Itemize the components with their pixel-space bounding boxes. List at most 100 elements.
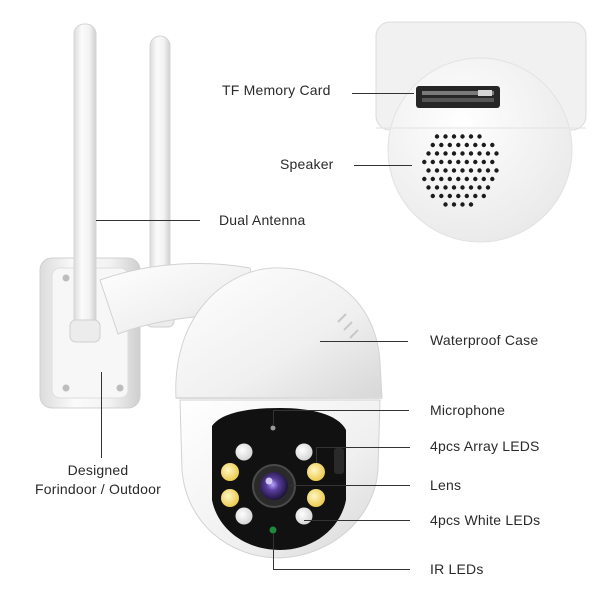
leader-speaker <box>354 165 412 166</box>
label-microphone: Microphone <box>430 402 506 418</box>
speaker-hole <box>464 176 469 182</box>
speaker-hole <box>430 159 435 165</box>
speaker-hole <box>447 142 452 148</box>
speaker-hole <box>485 185 491 190</box>
speaker-hole <box>434 151 440 156</box>
speaker-hole <box>473 142 478 148</box>
speaker-hole <box>460 185 465 190</box>
speaker-hole <box>468 202 474 207</box>
leader-ir-v <box>273 534 274 569</box>
speaker-hole <box>430 193 435 199</box>
label-designed: Designed Forindoor / Outdoor <box>14 461 182 499</box>
speaker-hole <box>451 168 457 173</box>
speaker-hole <box>460 168 465 173</box>
leader-array-leds <box>316 447 410 448</box>
speaker-hole <box>473 176 478 182</box>
speaker-hole <box>490 176 495 182</box>
label-lens: Lens <box>430 477 462 493</box>
speaker-hole <box>477 151 482 156</box>
leader-microphone-v <box>273 410 274 426</box>
antenna-left <box>69 23 101 343</box>
speaker-hole <box>443 151 448 156</box>
lens <box>252 464 296 508</box>
label-ir-leds: IR LEDs <box>430 561 484 577</box>
speaker-hole <box>477 134 482 139</box>
label-dual-antenna: Dual Antenna <box>219 212 306 228</box>
speaker-hole <box>443 185 448 190</box>
speaker-hole <box>473 193 478 199</box>
speaker-hole <box>447 159 452 165</box>
label-tf-card: TF Memory Card <box>222 82 331 98</box>
speaker-hole <box>422 159 427 165</box>
speaker-hole <box>468 134 474 139</box>
speaker-grille <box>422 134 499 207</box>
leader-waterproof <box>320 341 408 342</box>
speaker-hole <box>443 134 448 139</box>
speaker-hole <box>451 151 457 156</box>
speaker-hole <box>426 185 431 190</box>
speaker-hole <box>468 168 474 173</box>
speaker-hole <box>468 151 474 156</box>
speaker-hole <box>481 142 486 148</box>
speaker-hole <box>447 176 452 182</box>
speaker-hole <box>494 168 499 173</box>
speaker-hole <box>477 185 482 190</box>
speaker-hole <box>422 176 427 182</box>
speaker-hole <box>430 176 435 182</box>
leader-white-leds <box>304 520 410 521</box>
speaker-hole <box>447 193 452 199</box>
speaker-hole <box>456 159 461 165</box>
speaker-hole <box>481 176 486 182</box>
leader-ir <box>273 569 410 570</box>
speaker-hole <box>485 151 491 156</box>
label-waterproof-case: Waterproof Case <box>430 332 539 348</box>
inset-detail <box>375 21 587 243</box>
speaker-hole <box>456 142 461 148</box>
speaker-hole <box>434 168 440 173</box>
speaker-hole <box>456 176 461 182</box>
speaker-hole <box>439 159 444 165</box>
leader-array-leds-v <box>316 447 317 463</box>
leader-microphone <box>273 410 409 411</box>
speaker-hole <box>430 142 435 148</box>
speaker-hole <box>460 134 465 139</box>
speaker-hole <box>443 168 448 173</box>
speaker-hole <box>473 159 478 165</box>
speaker-hole <box>434 185 440 190</box>
speaker-hole <box>464 142 469 148</box>
speaker-hole <box>485 168 491 173</box>
dome-housing <box>175 267 383 399</box>
label-white-leds: 4pcs White LEDs <box>430 512 541 528</box>
label-array-leds: 4pcs Array LEDS <box>430 438 540 454</box>
tf-card-slot <box>416 86 500 108</box>
label-designed-line1: Designed <box>67 462 129 478</box>
leader-antenna <box>96 220 200 221</box>
array-leds <box>221 463 325 507</box>
speaker-hole <box>451 185 457 190</box>
speaker-hole <box>451 202 457 207</box>
speaker-hole <box>460 151 465 156</box>
speaker-hole <box>426 151 431 156</box>
label-designed-line2: Forindoor / Outdoor <box>35 481 161 497</box>
speaker-hole <box>481 159 486 165</box>
speaker-hole <box>443 202 448 207</box>
speaker-hole <box>468 185 474 190</box>
label-speaker: Speaker <box>280 156 334 172</box>
ir-led <box>269 526 277 534</box>
speaker-hole <box>460 202 465 207</box>
speaker-hole <box>464 193 469 199</box>
speaker-hole <box>439 142 444 148</box>
speaker-hole <box>439 193 444 199</box>
microphone-hole <box>270 425 276 431</box>
speaker-hole <box>439 176 444 182</box>
speaker-hole <box>490 142 495 148</box>
speaker-hole <box>464 159 469 165</box>
speaker-hole <box>494 151 499 156</box>
speaker-hole <box>426 168 431 173</box>
speaker-hole <box>490 159 495 165</box>
leader-tf-card <box>352 93 414 94</box>
speaker-hole <box>481 193 486 199</box>
speaker-hole <box>451 134 457 139</box>
